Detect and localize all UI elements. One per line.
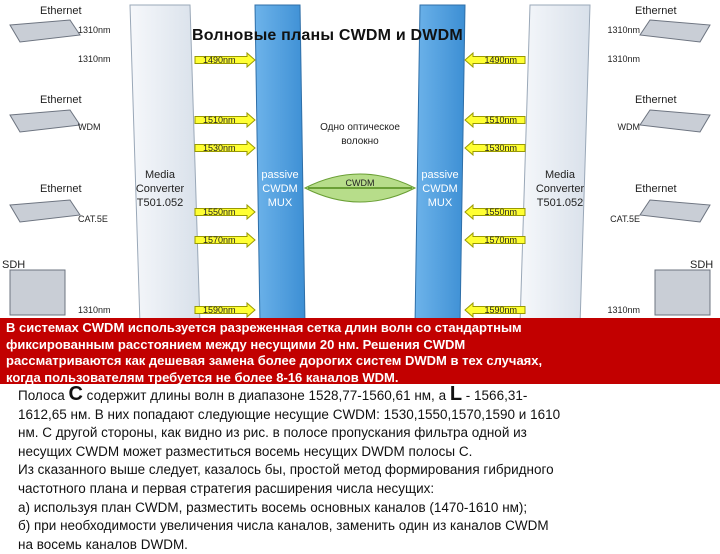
right-wavelength-label: 1570nm [484,235,517,245]
diagram-svg: 1310nm1310nmWDMCAT.5E1310nm1310nm1310nmW… [2,4,713,326]
left-ethernet-1: Ethernet [40,5,82,17]
red-summary-banner: В системах CWDM используется разреженная… [0,318,720,385]
right-mux-line1: passive [421,169,458,181]
left-mux-line2: CWDM [262,183,297,195]
body-line: а) используя план CWDM, разместить восем… [18,499,528,515]
body-line: 1612,65 нм. В них попадают следующие нес… [18,406,561,422]
left-port-label: CAT.5E [78,214,108,224]
right-wavelength-arrow [464,51,526,69]
body-line: частотного плана и первая стратегия расш… [18,480,435,496]
body-text-span: - 1566,31- [462,388,528,403]
left-port-label: 1310nm [78,305,111,315]
cwdm-label: CWDM [346,178,375,188]
fiber-label-line1: Одно оптическое [320,122,400,133]
left-ethernet-3: Ethernet [40,183,82,195]
left-port-label: 1310nm [78,25,111,35]
right-wavelength-arrow [464,301,526,319]
left-wavelength-arrow [194,203,256,221]
right-port-label: 1310nm [607,305,640,315]
body-line: несущих CWDM может разместиться восемь н… [18,443,473,459]
left-wavelength-label: 1530nm [203,143,236,153]
body-text: Полоса C содержит длины волн в диапазоне… [18,383,718,554]
left-wavelength-arrow [194,139,256,157]
right-port-label: WDM [618,122,641,132]
right-port-label: 1310nm [607,25,640,35]
right-mux-line3: MUX [428,197,453,209]
diagram-title: Волновые планы CWDM и DWDM [192,27,463,44]
left-cwdm-mux [254,4,306,326]
left-wavelength-label: 1490nm [203,55,236,65]
right-port-label: 1310nm [607,54,640,64]
left-converter-line2: Converter [136,183,185,195]
body-line: на восемь каналов DWDM. [18,536,188,552]
body-line: б) при необходимости увеличения числа ка… [18,518,549,534]
left-wavelength-label: 1550nm [203,207,236,217]
right-sdh: SDH [690,259,713,271]
banner-line: рассматриваются как дешевая замена более… [6,353,543,369]
right-wavelength-label: 1590nm [484,305,517,315]
left-converter-line1: Media [145,169,176,181]
right-wavelength-label: 1550nm [484,207,517,217]
left-devices [9,19,81,316]
right-converter-line1: Media [545,169,576,181]
left-media-converter [129,4,201,326]
right-media-converter [519,4,591,326]
right-ethernet-2: Ethernet [635,94,677,106]
left-wavelength-label: 1590nm [203,305,236,315]
right-wavelength-label: 1490nm [484,55,517,65]
right-devices [639,19,711,316]
right-wavelength-label: 1530nm [484,143,517,153]
left-wavelength-arrow [194,111,256,129]
body-line: Полоса C содержит длины волн в диапазоне… [18,383,718,406]
left-wavelength-arrow [194,51,256,69]
body-line: Из сказанного выше следует, казалось бы,… [18,462,554,478]
left-mux-line3: MUX [268,197,293,209]
wavelength-arrows: 1310nm1310nmWDMCAT.5E1310nm1310nm1310nmW… [78,25,641,319]
left-port-label: 1310nm [78,54,111,64]
banner-line: В системах CWDM используется разреженная… [6,320,522,335]
right-ethernet-1: Ethernet [635,5,677,17]
band-c-letter: C [68,383,83,405]
left-wavelength-arrow [194,301,256,319]
fiber-label-line2: волокно [341,136,379,147]
right-cwdm-mux [414,4,466,326]
right-wavelength-arrow [464,111,526,129]
right-port-label: CAT.5E [610,214,640,224]
right-wavelength-arrow [464,139,526,157]
right-converter-line3: T501.052 [537,197,583,209]
right-mux-line2: CWDM [422,183,457,195]
right-wavelength-label: 1510nm [484,115,517,125]
body-line: нм. С другой стороны, как видно из рис. … [18,425,527,441]
left-mux-line1: passive [261,169,298,181]
left-converter-line3: T501.052 [137,197,183,209]
right-wavelength-arrow [464,203,526,221]
left-wavelength-label: 1570nm [203,235,236,245]
left-port-label: WDM [78,122,101,132]
body-text-span: Полоса [18,388,69,403]
banner-line: фиксированным расстоянием между несущими… [6,336,466,352]
body-text-span: содержит длины волн в диапазоне 1528,77-… [82,388,450,403]
left-ethernet-2: Ethernet [40,94,82,106]
right-converter-line2: Converter [536,183,585,195]
banner-line: когда пользователям требуется не более 8… [6,369,399,385]
right-ethernet-3: Ethernet [635,183,677,195]
left-wavelength-arrow [194,231,256,249]
left-sdh: SDH [2,259,25,271]
left-wavelength-label: 1510nm [203,115,236,125]
band-l-letter: L [449,383,463,405]
right-wavelength-arrow [464,231,526,249]
